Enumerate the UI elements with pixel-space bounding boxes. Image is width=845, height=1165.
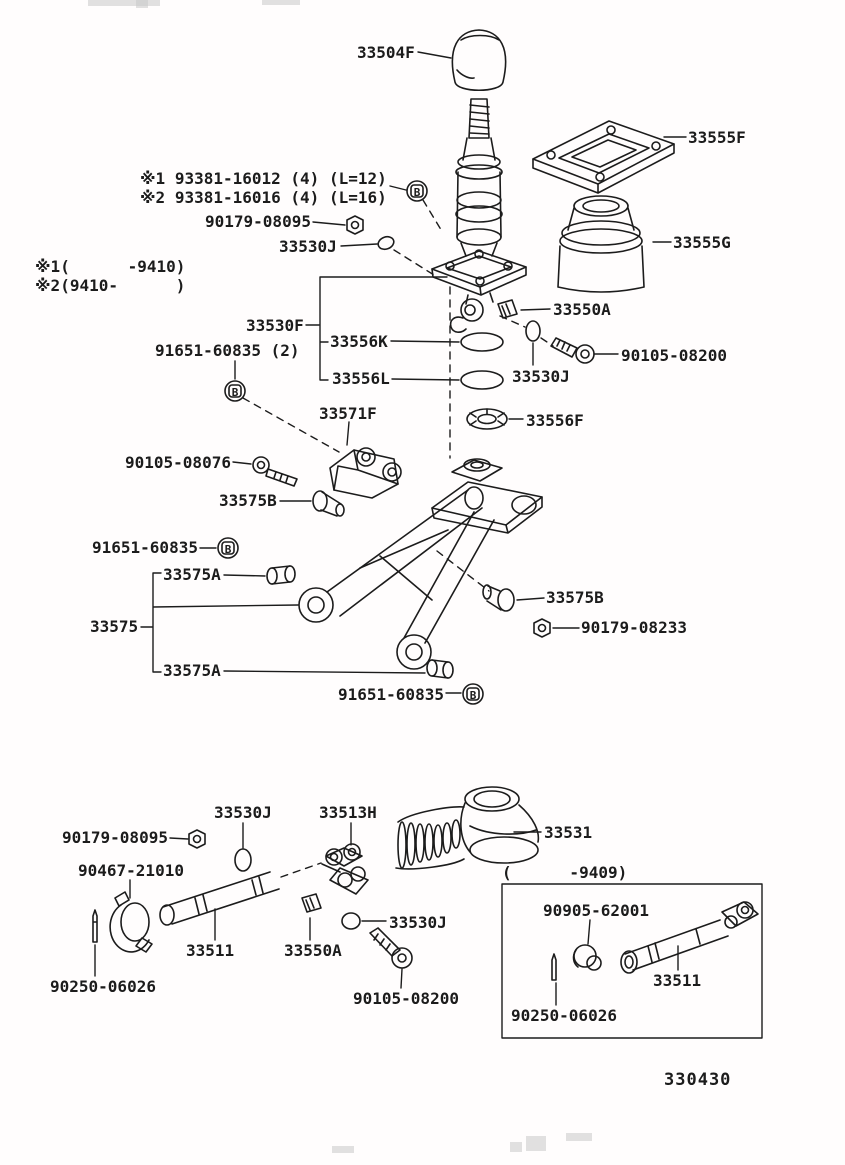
- bushing-drawing: [266, 565, 296, 585]
- bushing-drawing: [426, 659, 454, 679]
- part-label-91651-60835-left: 91651-60835: [92, 538, 198, 557]
- part-label-33556k: 33556K: [330, 332, 388, 351]
- universal-joint-drawing: [321, 843, 369, 895]
- figure-number: 330430: [664, 1070, 732, 1090]
- cover-plate-drawing: [532, 120, 675, 194]
- pin-drawing: [92, 909, 98, 943]
- shift-lever-drawing: [455, 98, 503, 257]
- scan-artifact: [510, 1142, 522, 1152]
- part-label-33513h: 33513H: [319, 803, 377, 822]
- oring-drawing: [341, 912, 361, 930]
- part-label-33530f: 33530F: [246, 316, 304, 335]
- part-label-33504f: 33504F: [357, 43, 415, 62]
- fastener-b-icon: B: [224, 380, 246, 402]
- support-bracket-drawing: [329, 447, 402, 499]
- lever-base-plate-drawing: [431, 249, 527, 296]
- part-label-33531: 33531: [544, 823, 593, 842]
- part-label-90905-62001: 90905-62001: [543, 901, 649, 920]
- oring-drawing: [460, 332, 504, 352]
- part-label-33550a-top: 33550A: [553, 300, 611, 319]
- oring-drawing: [234, 848, 252, 872]
- screw-note-1: ※1 93381-16012 (4) (L=12): [140, 169, 387, 188]
- screw-note-2: ※2 93381-16016 (4) (L=16): [140, 188, 387, 207]
- part-label-33575a-top: 33575A: [163, 565, 221, 584]
- svg-text:B: B: [470, 689, 477, 702]
- bolt-drawing: [252, 456, 298, 487]
- projection-lines: [242, 199, 554, 878]
- shift-knob-drawing: [451, 29, 507, 91]
- part-label-33530j-top: 33530J: [279, 237, 337, 256]
- part-label-90179-08095-bottom: 90179-08095: [62, 828, 168, 847]
- part-label-91651-60835-bottom: 91651-60835: [338, 685, 444, 704]
- part-label-33575: 33575: [90, 617, 139, 636]
- lever-ball-joint-drawing: [449, 292, 494, 333]
- part-label-33571f: 33571F: [319, 404, 377, 423]
- svg-text:B: B: [225, 543, 232, 556]
- scan-artifact: [566, 1133, 592, 1141]
- part-label-90105-08076: 90105-08076: [125, 453, 231, 472]
- part-label-90250-06026-inset: 90250-06026: [511, 1006, 617, 1025]
- part-label-33550a-bottom: 33550A: [284, 941, 342, 960]
- clamp-drawing: [109, 891, 153, 953]
- part-label-90179-08233: 90179-08233: [581, 618, 687, 637]
- part-label-33511-inset: 33511: [653, 971, 702, 990]
- part-label-91651-60835-2: 91651-60835 (2): [155, 341, 300, 360]
- oring-drawing: [460, 370, 504, 390]
- part-label-33530j-mid: 33530J: [512, 367, 570, 386]
- svg-text:B: B: [232, 386, 239, 399]
- fastener-b-icon: B: [462, 683, 484, 705]
- inset-rod-drawing: [620, 901, 759, 974]
- oring-drawing: [377, 235, 395, 251]
- scan-artifact: [526, 1136, 546, 1151]
- spider-drawing: [572, 944, 602, 971]
- bellows-drawing: [395, 806, 465, 870]
- part-label-33575a-bottom: 33575A: [163, 661, 221, 680]
- bolt-drawing: [369, 927, 413, 969]
- bolt-drawing: [550, 337, 595, 364]
- inset-box: [501, 883, 763, 1039]
- part-label-33556l: 33556L: [332, 369, 390, 388]
- part-label-90179-08095-top: 90179-08095: [205, 212, 311, 231]
- cushion-drawing: [482, 584, 515, 612]
- oring-drawing: [525, 320, 541, 342]
- scan-artifact: [88, 0, 160, 6]
- part-label-33575b-left: 33575B: [219, 491, 277, 510]
- part-label-90105-08200-bottom: 90105-08200: [353, 989, 459, 1008]
- pin-drawing: [551, 953, 557, 981]
- nut-drawing: [188, 829, 206, 849]
- part-label-33511-main: 33511: [186, 941, 235, 960]
- selecting-rod-drawing: [159, 871, 280, 926]
- bushing-drawing: [497, 299, 518, 319]
- part-label-90250-06026-left: 90250-06026: [50, 977, 156, 996]
- fastener-b-icon: B: [217, 537, 239, 559]
- fastener-b-icon: B: [406, 180, 428, 202]
- part-label-90105-08200-top: 90105-08200: [621, 346, 727, 365]
- elbow-boot-drawing: [460, 786, 540, 864]
- nut-drawing: [533, 618, 551, 638]
- scan-artifact: [262, 0, 300, 5]
- applicability-note-2: ※2(9410- ): [35, 276, 186, 295]
- part-label-90467-21010: 90467-21010: [78, 861, 184, 880]
- leader-lines: [94, 51, 687, 1006]
- washer-drawing: [466, 408, 508, 430]
- part-label-33555g: 33555G: [673, 233, 731, 252]
- inset-range-note: ( -9409): [502, 863, 628, 882]
- part-label-33530j-bottom-right: 33530J: [389, 913, 447, 932]
- scan-artifact: [332, 1146, 354, 1153]
- dust-boot-drawing: [557, 195, 645, 293]
- cushion-drawing: [312, 490, 345, 517]
- control-shaft-arms-drawing: [298, 458, 543, 670]
- svg-text:B: B: [414, 186, 421, 199]
- part-label-33575b-right: 33575B: [546, 588, 604, 607]
- part-label-33556f: 33556F: [526, 411, 584, 430]
- scan-artifact: [136, 0, 148, 8]
- part-label-33530j-bottom-left: 33530J: [214, 803, 272, 822]
- applicability-note-1: ※1( -9410): [35, 257, 186, 276]
- bushing-drawing: [301, 893, 322, 913]
- nut-drawing: [346, 215, 364, 235]
- part-label-33555f: 33555F: [688, 128, 746, 147]
